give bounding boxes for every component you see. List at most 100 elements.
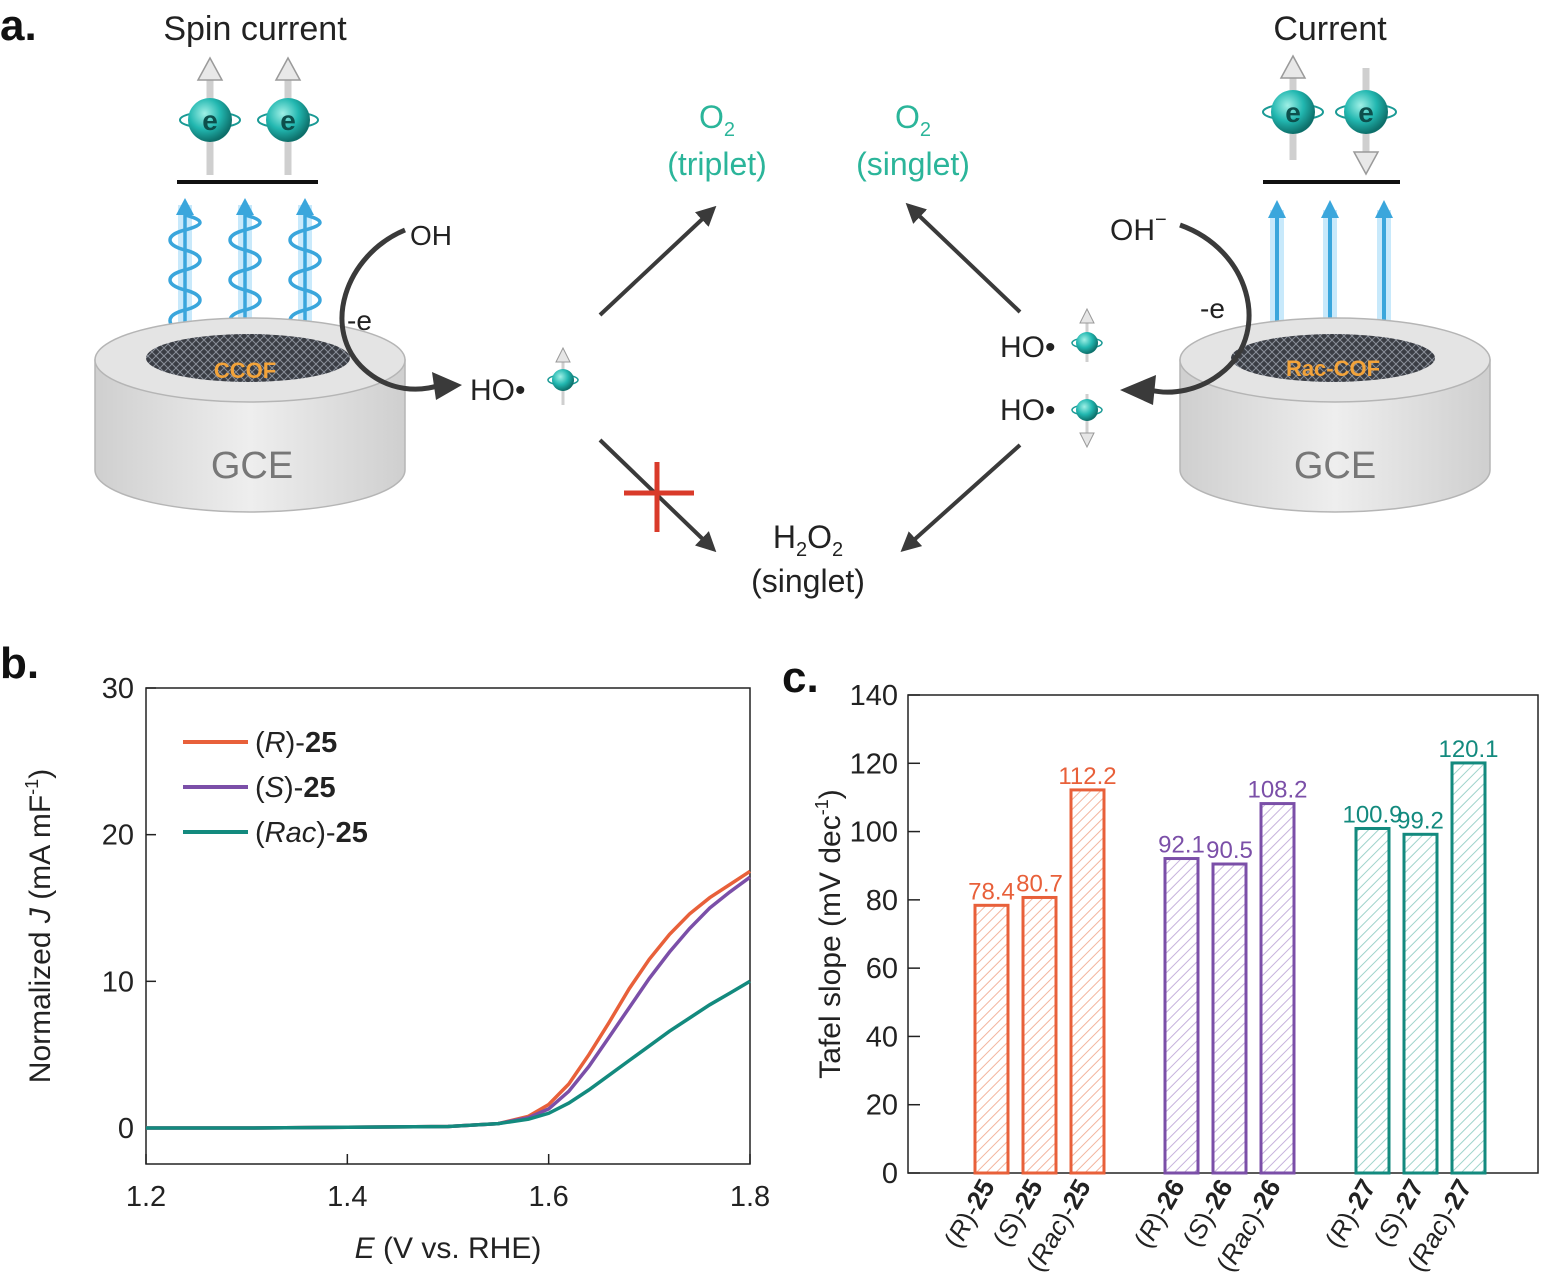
category-label: (R)-25 — [938, 1174, 1001, 1253]
triplet-label: (triplet) — [667, 146, 767, 182]
label-prefix: ( — [255, 772, 265, 804]
y-tick-label: 100 — [850, 817, 898, 849]
bar — [973, 903, 1010, 1175]
x-tick-label: 1.6 — [529, 1181, 569, 1213]
reaction-arrows — [598, 202, 1022, 553]
bar-value-label: 92.1 — [1158, 832, 1205, 859]
electron-symbol: e — [1358, 97, 1374, 128]
category-label: (R)-26 — [1128, 1174, 1191, 1253]
label-bold: 25 — [305, 727, 337, 759]
panel-c-label: c. — [782, 653, 819, 702]
series-line — [146, 869, 751, 1130]
arrowhead-icon — [432, 372, 462, 400]
svg-text:H2O2: H2O2 — [773, 519, 843, 561]
legend-entry: (R)-25 — [255, 727, 337, 759]
right-electrode: Current e e — [1110, 10, 1491, 513]
y-tick-label: 0 — [882, 1158, 898, 1190]
o2-singlet: O2 (singlet) — [856, 99, 970, 182]
legend: (R)-25(S)-25(Rac)-25 — [183, 727, 368, 849]
label-suffix: )- — [286, 727, 305, 759]
gce-electrode: Rac-COF GCE — [1179, 317, 1491, 513]
arrowhead-icon — [1120, 375, 1156, 405]
bar-value-label: 100.9 — [1342, 801, 1402, 828]
electron-symbol: e — [202, 105, 218, 136]
ho-radical-label: HO• — [1000, 331, 1056, 364]
plot-frame — [145, 687, 751, 1165]
curved-arrow-left — [339, 227, 441, 392]
electron-icon: e — [1335, 90, 1397, 134]
electron-symbol: e — [280, 105, 296, 136]
bar-value-label: 120.1 — [1438, 736, 1498, 763]
ho-radicals-right: HO• HO• — [1000, 307, 1103, 449]
label-bold: 25 — [336, 817, 368, 849]
curved-arrow-right — [1149, 222, 1252, 395]
minus-e-left: -e — [347, 305, 372, 336]
panel-b-label: b. — [0, 639, 39, 688]
current-label: Current — [1273, 10, 1387, 48]
bar — [1259, 802, 1296, 1175]
blocked-cross-icon — [624, 462, 694, 532]
rac-cof-film — [1231, 334, 1435, 382]
y-tick-label: 30 — [102, 673, 134, 705]
subscript: 2 — [796, 539, 807, 561]
electron-icon: e — [179, 98, 241, 142]
panel-a: a. Spin current e e — [0, 1, 1491, 599]
bar — [1450, 761, 1487, 1175]
x-tick-label: 1.2 — [126, 1181, 166, 1213]
arrow-to-o2-triplet — [598, 205, 717, 317]
svg-text:O2: O2 — [699, 99, 735, 141]
y-tick-label: 0 — [118, 1113, 134, 1145]
bar — [1021, 895, 1058, 1175]
y-tick-label: 80 — [866, 885, 898, 917]
bar — [1163, 857, 1200, 1175]
arrow-to-o2-singlet — [905, 202, 1022, 314]
label-bold: 25 — [303, 772, 335, 804]
gce-label-right: GCE — [1294, 445, 1376, 487]
bar-value-label: 90.5 — [1206, 837, 1253, 864]
legend-entry: (S)-25 — [255, 772, 336, 804]
minus-e-right: -e — [1200, 293, 1225, 324]
label-italic: Rac — [265, 817, 317, 849]
y-axis-label: Tafel slope (mV dec-1) — [812, 789, 847, 1078]
oh-minus-label: OH− — [1110, 209, 1167, 247]
h-label: H — [773, 519, 796, 555]
y-tick-label: 20 — [866, 1090, 898, 1122]
ccof-label: CCOF — [214, 358, 276, 383]
y-tick-label: 20 — [102, 820, 134, 852]
category-label: (Rac)-27 — [1401, 1174, 1478, 1277]
ho-radical-label: HO• — [1000, 394, 1056, 427]
bar — [1402, 832, 1439, 1175]
y-tick-label: 120 — [850, 748, 898, 780]
y-tick-label: 40 — [866, 1021, 898, 1053]
x-axis-label: E (V vs. RHE) — [355, 1232, 542, 1265]
spin-up-icon — [547, 346, 579, 405]
ccof-film — [146, 334, 350, 382]
y-tick-label: 10 — [102, 966, 134, 998]
y-tick-label: 140 — [850, 680, 898, 712]
legend-entry: (Rac)-25 — [255, 817, 368, 849]
o2-triplet: O2 (triplet) — [667, 99, 767, 182]
h2o2-singlet: H2O2 (singlet) — [751, 519, 865, 599]
bar-value-label: 80.7 — [1016, 870, 1063, 897]
bar — [1354, 826, 1391, 1175]
electron-icon: e — [257, 98, 319, 142]
spin-current-label: Spin current — [163, 10, 347, 48]
x-tick-label: 1.4 — [327, 1181, 367, 1213]
ho-radical-left: HO• — [470, 346, 579, 407]
arrow-to-h2o2 — [900, 443, 1022, 553]
label-italic: R — [265, 727, 286, 759]
bar-value-label: 112.2 — [1058, 763, 1116, 790]
subscript: 2 — [724, 119, 735, 141]
bar — [1069, 788, 1106, 1175]
bar-value-label: 78.4 — [968, 878, 1015, 905]
singlet-label: (singlet) — [751, 563, 865, 599]
superscript: − — [1155, 209, 1167, 231]
label-suffix: )- — [284, 772, 303, 804]
left-electrode: Spin current e e — [94, 10, 462, 513]
bar-value-label: 99.2 — [1397, 807, 1444, 834]
